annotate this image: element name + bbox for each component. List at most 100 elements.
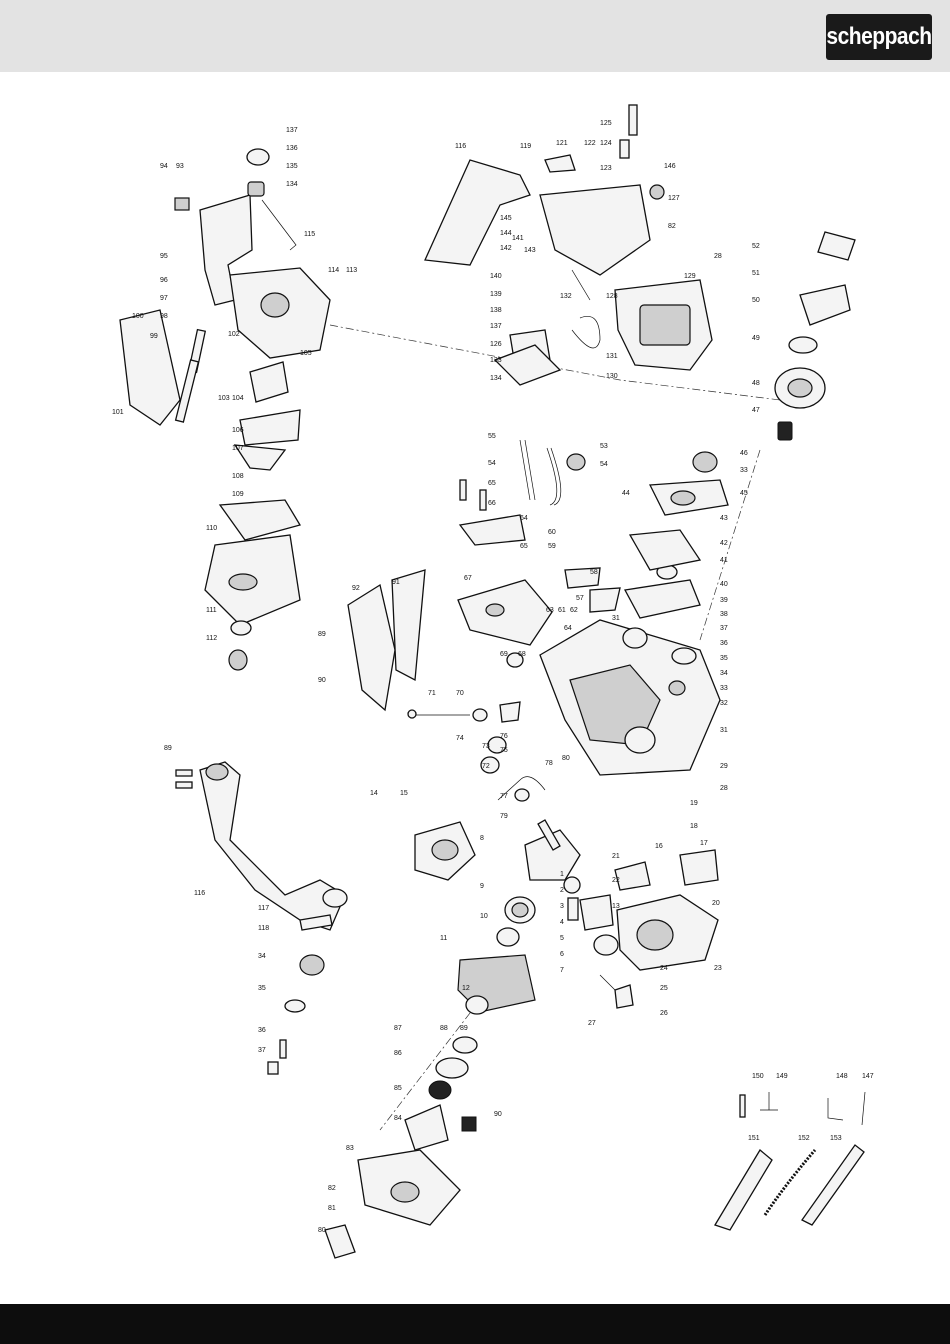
part-label-31b: 31 [612, 615, 620, 622]
scheppach-logo: scheppach [826, 14, 932, 60]
part-label-51: 51 [752, 270, 760, 277]
logo-text: scheppach [826, 23, 932, 50]
part-label-128: 128 [606, 293, 618, 300]
part-label-101: 101 [112, 409, 124, 416]
part-label-57: 57 [576, 595, 584, 602]
part-label-103: 103 [218, 395, 230, 402]
part-label-90: 90 [318, 677, 326, 684]
rear-handle-assembly [119, 148, 331, 671]
oil-pump-assembly [407, 652, 546, 802]
part-label-60: 60 [548, 529, 556, 536]
part-label-86: 86 [394, 1050, 402, 1057]
part-label-89: 89 [318, 631, 326, 638]
part-label-2: 2 [560, 887, 564, 894]
part-label-102: 102 [228, 331, 240, 338]
part-label-105: 105 [300, 350, 312, 357]
part-label-130: 130 [606, 373, 618, 380]
part-label-131: 131 [606, 353, 618, 360]
part-label-70: 70 [456, 690, 464, 697]
part-label-53: 53 [600, 443, 608, 450]
part-label-52: 52 [752, 243, 760, 250]
part-label-91: 91 [392, 579, 400, 586]
part-label-33b: 33 [720, 685, 728, 692]
part-label-85: 85 [394, 1085, 402, 1092]
part-label-13: 13 [612, 903, 620, 910]
fuel-line-assembly [458, 439, 586, 546]
part-label-7: 7 [560, 967, 564, 974]
part-label-137: 137 [286, 127, 298, 134]
part-label-15: 15 [400, 790, 408, 797]
part-label-4: 4 [560, 919, 564, 926]
part-label-36b: 36 [258, 1027, 266, 1034]
part-label-54b: 54 [488, 460, 496, 467]
part-label-54: 54 [600, 461, 608, 468]
part-label-87: 87 [394, 1025, 402, 1032]
part-label-142: 142 [500, 245, 512, 252]
flywheel-starter-assembly [324, 954, 536, 1259]
part-label-110: 110 [206, 525, 217, 532]
part-label-97: 97 [160, 295, 168, 302]
part-label-66: 66 [488, 500, 496, 507]
part-label-37b: 37 [258, 1047, 266, 1054]
part-label-113: 113 [346, 267, 357, 274]
part-label-132: 132 [560, 293, 572, 300]
part-label-140: 140 [490, 273, 502, 280]
part-label-76: 76 [500, 733, 508, 740]
part-label-29: 29 [720, 763, 728, 770]
part-label-77: 77 [500, 793, 508, 800]
part-label-88: 88 [440, 1025, 448, 1032]
part-label-72: 72 [482, 763, 490, 770]
part-label-55: 55 [488, 433, 496, 440]
part-label-80b: 80 [318, 1227, 326, 1234]
part-label-121: 121 [556, 140, 568, 147]
part-label-117: 117 [258, 905, 269, 912]
footer-bar [0, 1304, 950, 1344]
part-label-147: 147 [862, 1073, 874, 1080]
part-label-17: 17 [700, 840, 708, 847]
part-label-111: 111 [206, 607, 217, 614]
header-bar: scheppach [0, 0, 950, 72]
part-label-104: 104 [232, 395, 244, 402]
part-label-46: 46 [740, 450, 748, 457]
part-label-26: 26 [660, 1010, 668, 1017]
part-label-45: 45 [740, 490, 748, 497]
part-label-35: 35 [720, 655, 728, 662]
part-label-83: 83 [346, 1145, 354, 1152]
part-label-5: 5 [560, 935, 564, 942]
part-label-67: 67 [464, 575, 472, 582]
part-label-149: 149 [776, 1073, 788, 1080]
part-label-150: 150 [752, 1073, 764, 1080]
part-label-99: 99 [150, 333, 158, 340]
part-label-23: 23 [714, 965, 722, 972]
part-label-44: 44 [622, 490, 630, 497]
part-label-12: 12 [462, 985, 470, 992]
part-label-43: 43 [720, 515, 728, 522]
part-label-151: 151 [748, 1135, 760, 1142]
part-label-134b: 134 [490, 375, 502, 382]
part-label-78: 78 [545, 760, 553, 767]
part-label-35b: 35 [258, 985, 266, 992]
part-label-146: 146 [664, 163, 676, 170]
chain-brake-assembly [347, 567, 621, 712]
part-label-84: 84 [394, 1115, 402, 1122]
part-label-75: 75 [500, 747, 508, 754]
part-label-50: 50 [752, 297, 760, 304]
part-label-106: 106 [232, 427, 244, 434]
part-label-65: 65 [488, 480, 496, 487]
top-cover-assembly [424, 104, 713, 386]
part-label-81: 81 [328, 1205, 336, 1212]
part-label-37: 37 [720, 625, 728, 632]
part-label-42: 42 [720, 540, 728, 547]
part-label-39: 39 [720, 597, 728, 604]
part-label-96: 96 [160, 277, 168, 284]
part-label-107: 107 [232, 445, 244, 452]
front-handle-assembly [175, 761, 348, 1075]
part-label-16: 16 [655, 843, 663, 850]
part-label-126: 126 [490, 341, 502, 348]
part-label-18: 18 [690, 823, 698, 830]
part-label-89b: 89 [164, 745, 172, 752]
part-label-80: 80 [562, 755, 570, 762]
part-label-40: 40 [720, 581, 728, 588]
part-label-94: 94 [160, 163, 168, 170]
part-label-69: 69 [500, 651, 508, 658]
